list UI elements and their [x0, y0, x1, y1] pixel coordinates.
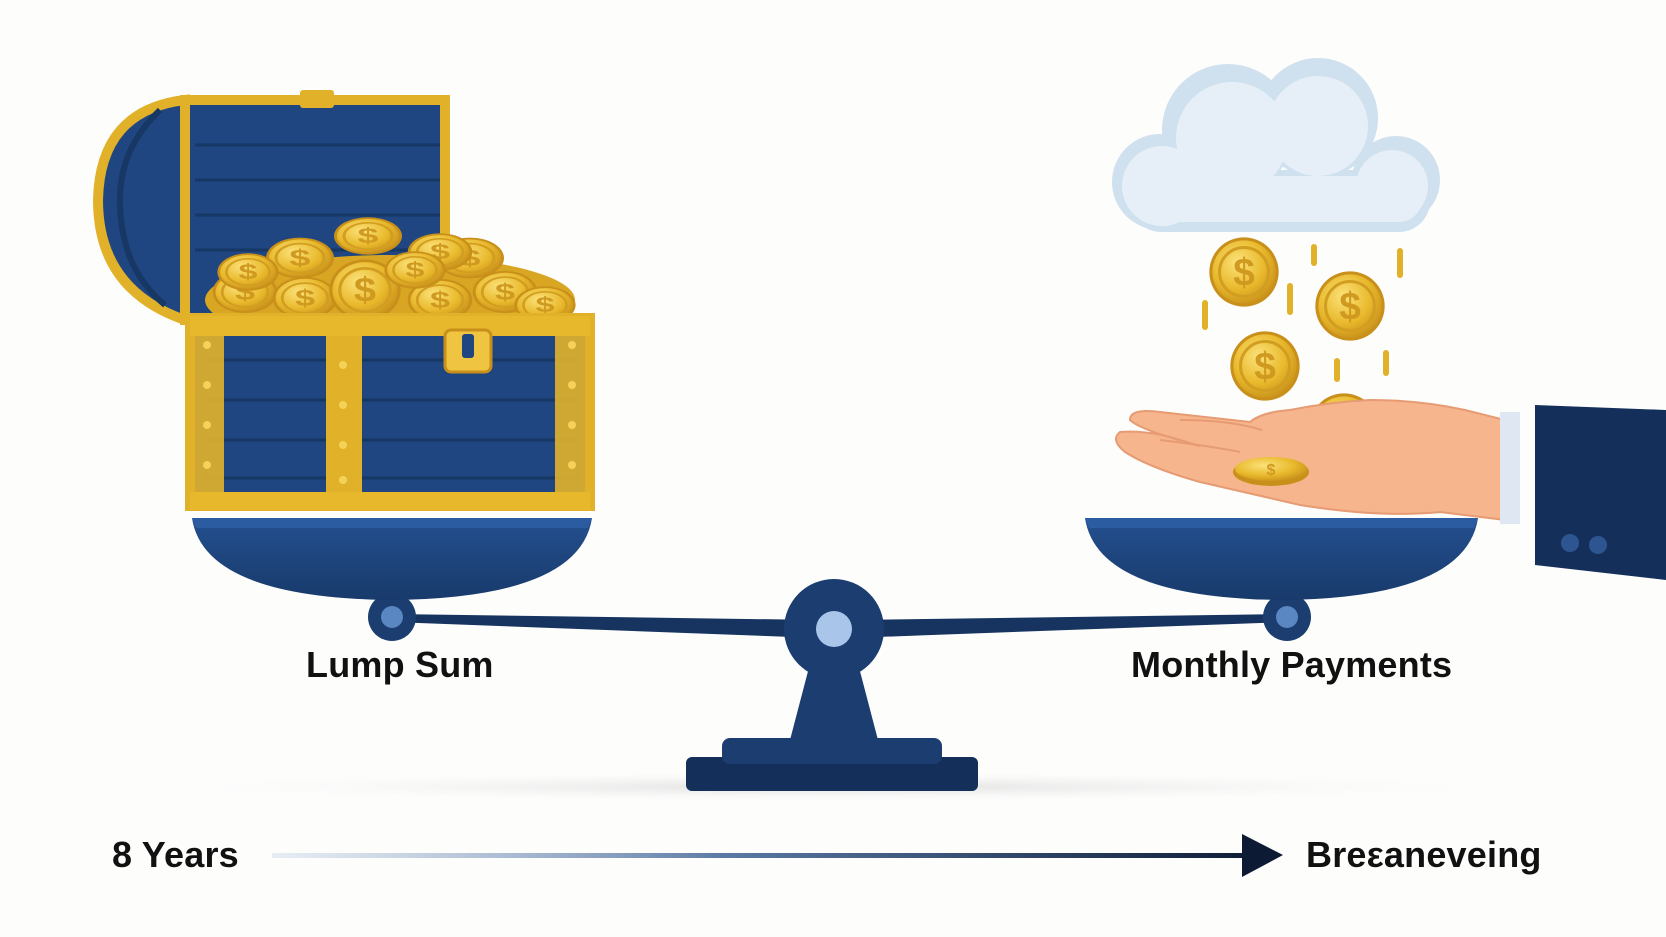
- right-pan: [1085, 518, 1478, 600]
- treasure-chest-icon: [92, 90, 595, 511]
- scale-base: [686, 656, 978, 791]
- scale-beam: [368, 579, 1311, 679]
- monthly-payments-label: Monthly Payments: [1131, 644, 1453, 685]
- cloud-icon: [1112, 58, 1440, 232]
- open-hand-icon: [1115, 398, 1666, 580]
- timeline-start-label: 8 Years: [112, 834, 239, 875]
- lump-sum-label: Lump Sum: [306, 644, 494, 685]
- timeline-end-label: Breεaneveing: [1306, 834, 1542, 875]
- timeline-arrow: [272, 834, 1283, 877]
- falling-coins-icon: [1202, 235, 1403, 465]
- left-pan: [192, 518, 592, 600]
